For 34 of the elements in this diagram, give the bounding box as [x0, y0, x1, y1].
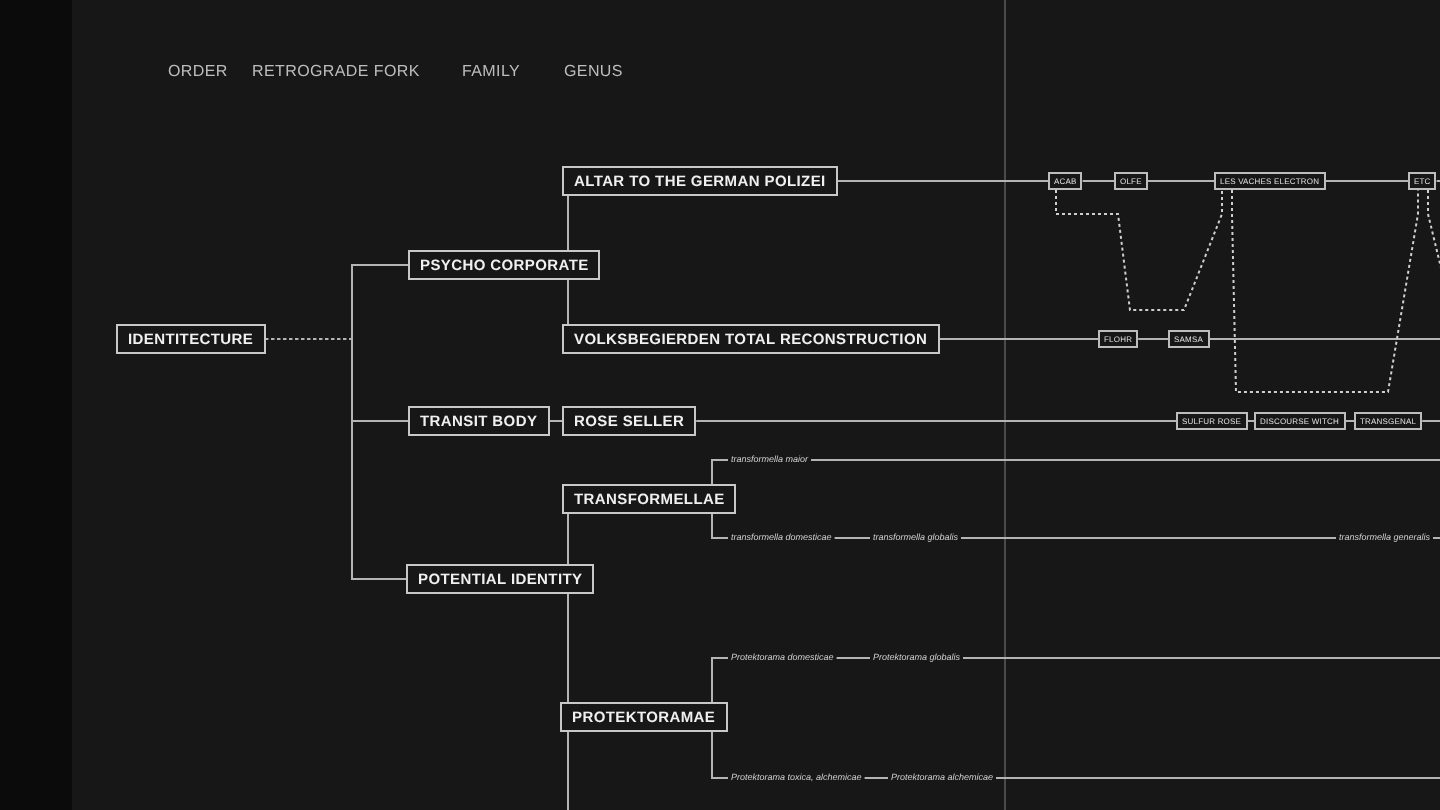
connector-line [567, 731, 569, 810]
connector-line [264, 338, 407, 580]
connector-line [1208, 338, 1440, 340]
connector-line [835, 657, 871, 659]
column-header: FAMILY [462, 62, 521, 82]
column-header: GENUS [564, 62, 623, 82]
connector-line [567, 593, 569, 703]
connector-line [1146, 180, 1215, 182]
connector-line [938, 338, 1099, 340]
connector-line [960, 537, 1337, 539]
connector-line [711, 513, 729, 539]
connector-line [567, 279, 569, 325]
connector-line [1324, 180, 1409, 182]
connector-line [548, 420, 563, 422]
connector-line [836, 180, 1049, 182]
connector-line [1421, 420, 1440, 422]
column-header: ORDER [168, 62, 228, 82]
connector-line [995, 777, 1440, 779]
connector-line [810, 459, 1440, 461]
connector-line [567, 195, 569, 251]
dotted-path [1231, 189, 1419, 393]
connector-line [567, 513, 569, 565]
connector-line [1432, 537, 1440, 539]
connector-line [695, 420, 1177, 422]
dotted-path [1055, 189, 1223, 311]
connector-line [833, 537, 871, 539]
connector-line [711, 459, 729, 485]
column-header: RETROGRADE FORK [252, 62, 420, 82]
connector-line [711, 731, 729, 779]
connector-line [1137, 338, 1169, 340]
connector-line [1081, 180, 1115, 182]
connector-line [863, 777, 889, 779]
connector-line [962, 657, 1440, 659]
connector-line [711, 657, 729, 703]
